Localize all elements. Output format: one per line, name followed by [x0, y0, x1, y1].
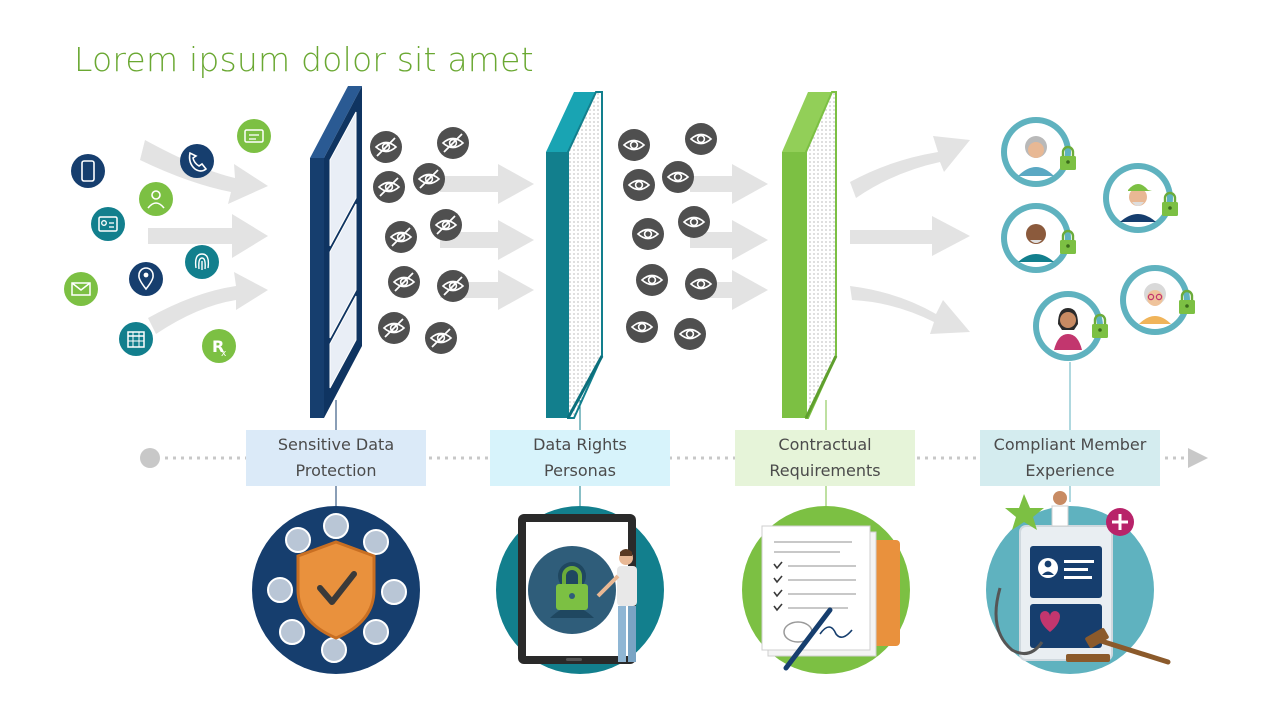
stage-label-text: Sensitive Data Protection: [277, 435, 395, 480]
stage-label-text: Compliant Member Experience: [993, 435, 1147, 480]
calendar-icon: [119, 322, 153, 356]
stage-label-text: Data Rights Personas: [533, 435, 627, 480]
email-icon: [64, 272, 98, 306]
slide-title: Lorem ipsum dolor sit amet: [74, 40, 534, 79]
fountain-pen-icon: [783, 607, 833, 671]
eye-icon: [684, 122, 718, 156]
flow-arrow: [850, 136, 970, 198]
eye-icon: [631, 217, 665, 251]
middle-arrows-1: [440, 164, 534, 310]
shield-icon: [296, 540, 376, 640]
mobile-phone-icon: [71, 154, 105, 188]
gavel-icon: [1066, 628, 1171, 665]
eye-icon: [677, 205, 711, 239]
eye-crossed-icon: [436, 126, 470, 160]
doctor-figure: [1051, 491, 1069, 527]
flow-arrow: [440, 220, 534, 260]
eye-icon: [635, 263, 669, 297]
illustration-contracts: [742, 506, 910, 674]
star-icon: [1005, 494, 1044, 530]
avatar-grandmother-glasses: [1120, 265, 1197, 335]
id-card-icon: [237, 119, 271, 153]
eye-crossed-icon: [377, 311, 411, 345]
avatar-elderly-woman: [1001, 117, 1078, 187]
heart-icon: [1040, 611, 1060, 632]
flow-arrow: [148, 214, 268, 258]
person-with-key: [596, 549, 637, 662]
illustration-member-experience: [986, 491, 1171, 674]
flow-arrow: [850, 286, 970, 334]
stethoscope-icon: [994, 587, 1044, 656]
badge-icon: [91, 207, 125, 241]
eye-crossed-icon: [369, 130, 403, 164]
eye-icon: [673, 317, 707, 351]
member-avatars: [1001, 117, 1197, 430]
phone-handset-icon: [180, 144, 214, 178]
location-pin-icon: [129, 262, 163, 296]
avatar-man-green-cap: [1103, 163, 1180, 233]
eye-icon: [622, 168, 656, 202]
flow-arrow: [690, 220, 768, 260]
fingerprint-icon: [185, 245, 219, 279]
eye-icon: [661, 160, 695, 194]
svg-text:x: x: [221, 349, 227, 359]
illustration-data-rights: [496, 506, 664, 674]
prescription-icon: R x: [202, 329, 236, 363]
timeline-arrowhead: [1188, 448, 1208, 468]
flow-arrow: [440, 270, 534, 310]
stage-label-text: Contractual Requirements: [769, 435, 881, 480]
middle-arrows-2: [690, 164, 768, 310]
stage-label-data-rights-personas: Data Rights Personas: [490, 430, 670, 486]
eye-crossed-icon: [424, 321, 458, 355]
avatar-woman-tank-top: [1033, 291, 1110, 361]
filter-panel-1: [310, 86, 362, 430]
stage-label-sensitive-data-protection: Sensitive Data Protection: [246, 430, 426, 486]
eye-crossed-icon: [387, 265, 421, 299]
eye-icon: [625, 310, 659, 344]
flow-arrow: [850, 216, 970, 256]
person-icon: [139, 182, 173, 216]
flow-arrow: [690, 164, 768, 204]
timeline-start-dot: [140, 448, 160, 468]
checkmark-icon: [317, 571, 357, 605]
flow-arrow: [440, 164, 534, 204]
eye-crossed-icon: [412, 162, 446, 196]
stage-label-compliant-member-experience: Compliant Member Experience: [980, 430, 1160, 486]
input-icons: R x: [64, 119, 271, 363]
eye-icon: [617, 128, 651, 162]
svg-text:R: R: [212, 337, 224, 356]
eye-crossed-icon: [429, 208, 463, 242]
eye-crossed-icon: [384, 220, 418, 254]
flow-arrow: [148, 272, 268, 334]
flow-arrow: [690, 270, 768, 310]
eye-icon: [684, 267, 718, 301]
eye-crossed-icon: [436, 269, 470, 303]
filter-panel-3: [782, 91, 838, 430]
filter-panel-2: [546, 91, 604, 430]
stage-label-contractual-requirements: Contractual Requirements: [735, 430, 915, 486]
eye-crossed-icon: [372, 170, 406, 204]
avatar-senior-man: [1001, 203, 1078, 273]
output-arrows: [850, 136, 970, 334]
illustration-sensitive-data: [252, 506, 420, 674]
